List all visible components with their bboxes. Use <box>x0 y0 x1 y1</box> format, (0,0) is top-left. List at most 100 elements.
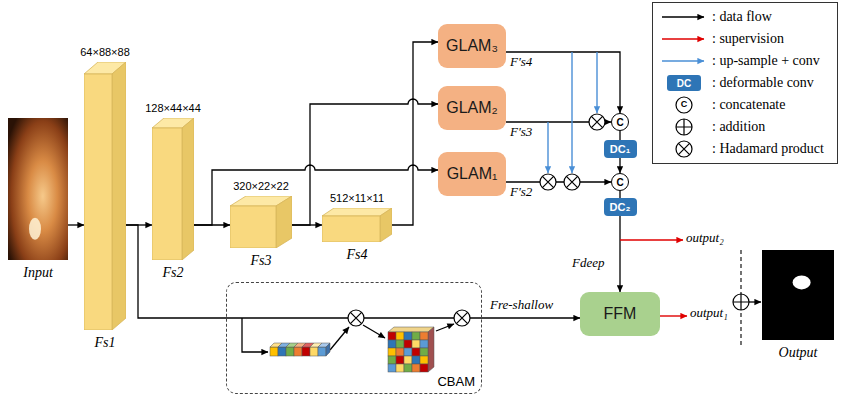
diagram-art <box>326 343 330 356</box>
diagram-art <box>420 332 428 340</box>
connector-layer <box>68 42 620 318</box>
diagram-art <box>396 332 404 340</box>
diagram-art <box>676 119 692 135</box>
diagram-art <box>662 38 704 39</box>
light-reflection <box>29 218 41 240</box>
legend-frame <box>653 3 838 164</box>
diagram-art <box>660 315 687 316</box>
legend-sample <box>662 17 704 113</box>
diagram-art <box>396 348 404 356</box>
data-flow-arrow <box>68 224 84 225</box>
node-label: C <box>616 117 623 128</box>
diagram-art <box>404 356 412 364</box>
concat-node: C <box>611 173 629 191</box>
diagram-art <box>676 119 692 135</box>
node-label: Input <box>23 265 53 280</box>
diagram-art <box>294 347 302 356</box>
node-label: GLAM₁ <box>447 165 498 183</box>
data-flow-arrow <box>619 216 620 292</box>
legend-symbol-text: DC <box>667 75 701 91</box>
feature-label: F′s4 <box>510 55 532 69</box>
diagram-art <box>540 174 556 190</box>
diagram-art <box>456 312 467 323</box>
legend-frame <box>653 3 838 164</box>
feature-label: F′s2 <box>510 185 532 199</box>
diagram-art <box>564 174 580 190</box>
diagram-art <box>242 318 268 352</box>
feature-map-side <box>380 208 392 242</box>
feature-map-front <box>322 216 380 242</box>
node-label: C <box>616 177 623 188</box>
feature-label: Fre-shallow <box>490 298 553 312</box>
glam-module: GLAM₂ <box>438 86 506 130</box>
diagram-art <box>596 52 597 113</box>
input-image: Input <box>8 118 68 260</box>
diagram-art <box>286 347 294 356</box>
legend-text: : addition <box>712 118 765 136</box>
node-label: Fs2 <box>163 265 184 280</box>
diagram-art <box>749 301 761 302</box>
diagram-art <box>571 52 572 173</box>
glam-module: GLAM₃ <box>438 24 506 68</box>
deformable-conv: DC₁ <box>604 140 637 158</box>
cbam-module: CBAM <box>226 282 482 394</box>
diagram-art <box>350 312 361 323</box>
diagram-art <box>396 340 404 348</box>
node-label: 512×11×11 <box>330 192 384 204</box>
diagram-art <box>454 310 470 326</box>
diagram-art <box>733 294 749 310</box>
node-label: Fs4 <box>347 247 368 262</box>
feature-map-side <box>112 62 126 330</box>
diagram-art <box>270 347 278 356</box>
diagram-art <box>396 364 404 372</box>
diagram-art <box>733 294 749 310</box>
concat-node: C <box>611 113 629 131</box>
diagram-art <box>396 356 404 364</box>
glam-module: GLAM₁ <box>438 152 506 196</box>
feature-map: 512×11×11Fs4 <box>322 208 392 242</box>
diagram-art <box>454 310 470 326</box>
diagram-art <box>404 348 412 356</box>
diagram-art <box>564 174 580 190</box>
diagram-art <box>547 122 548 173</box>
diagram-art <box>412 348 420 356</box>
diagram-art <box>404 332 412 340</box>
diagram-art <box>412 340 420 348</box>
node-label: 320×22×22 <box>233 180 289 192</box>
data-flow-arrow <box>482 317 580 318</box>
diagram-art <box>388 348 396 356</box>
node-label: GLAM₂ <box>446 99 498 117</box>
upsample-arrow <box>548 52 597 173</box>
feature-map: 320×22×22Fs3 <box>230 196 292 248</box>
diagram-art <box>420 340 428 348</box>
polyp-mask <box>793 275 811 289</box>
diagram-art <box>388 332 396 340</box>
diagram-art <box>388 356 396 364</box>
legend-symbol-text: C <box>676 97 692 113</box>
diagram-art <box>733 294 749 310</box>
feature-map: 128×44×44Fs2 <box>152 118 194 260</box>
diagram-art <box>542 176 553 187</box>
diagram-art <box>226 17 761 372</box>
data-flow-arrow <box>506 181 611 182</box>
feature-label: Fdeep <box>572 256 604 270</box>
diagram-art <box>662 60 704 61</box>
diagram-art <box>420 356 428 364</box>
node-label: 64×88×88 <box>80 46 130 58</box>
diagram-art <box>662 16 704 17</box>
node-label: DC₂ <box>610 201 631 213</box>
diagram-art <box>388 327 434 332</box>
feature-map-front <box>152 128 182 260</box>
diagram-art <box>404 340 412 348</box>
feature-map-shape <box>230 196 292 248</box>
data-flow-arrow <box>619 131 620 140</box>
endoscopy-image <box>8 118 68 260</box>
ffm-module: FFM <box>580 292 660 336</box>
diagram-art <box>428 327 434 372</box>
feature-map-side <box>182 118 194 260</box>
feature-map: 64×88×88Fs1 <box>84 62 126 330</box>
output-arrow <box>749 301 761 302</box>
diagram-art <box>678 143 689 154</box>
diagram-art <box>589 114 605 130</box>
